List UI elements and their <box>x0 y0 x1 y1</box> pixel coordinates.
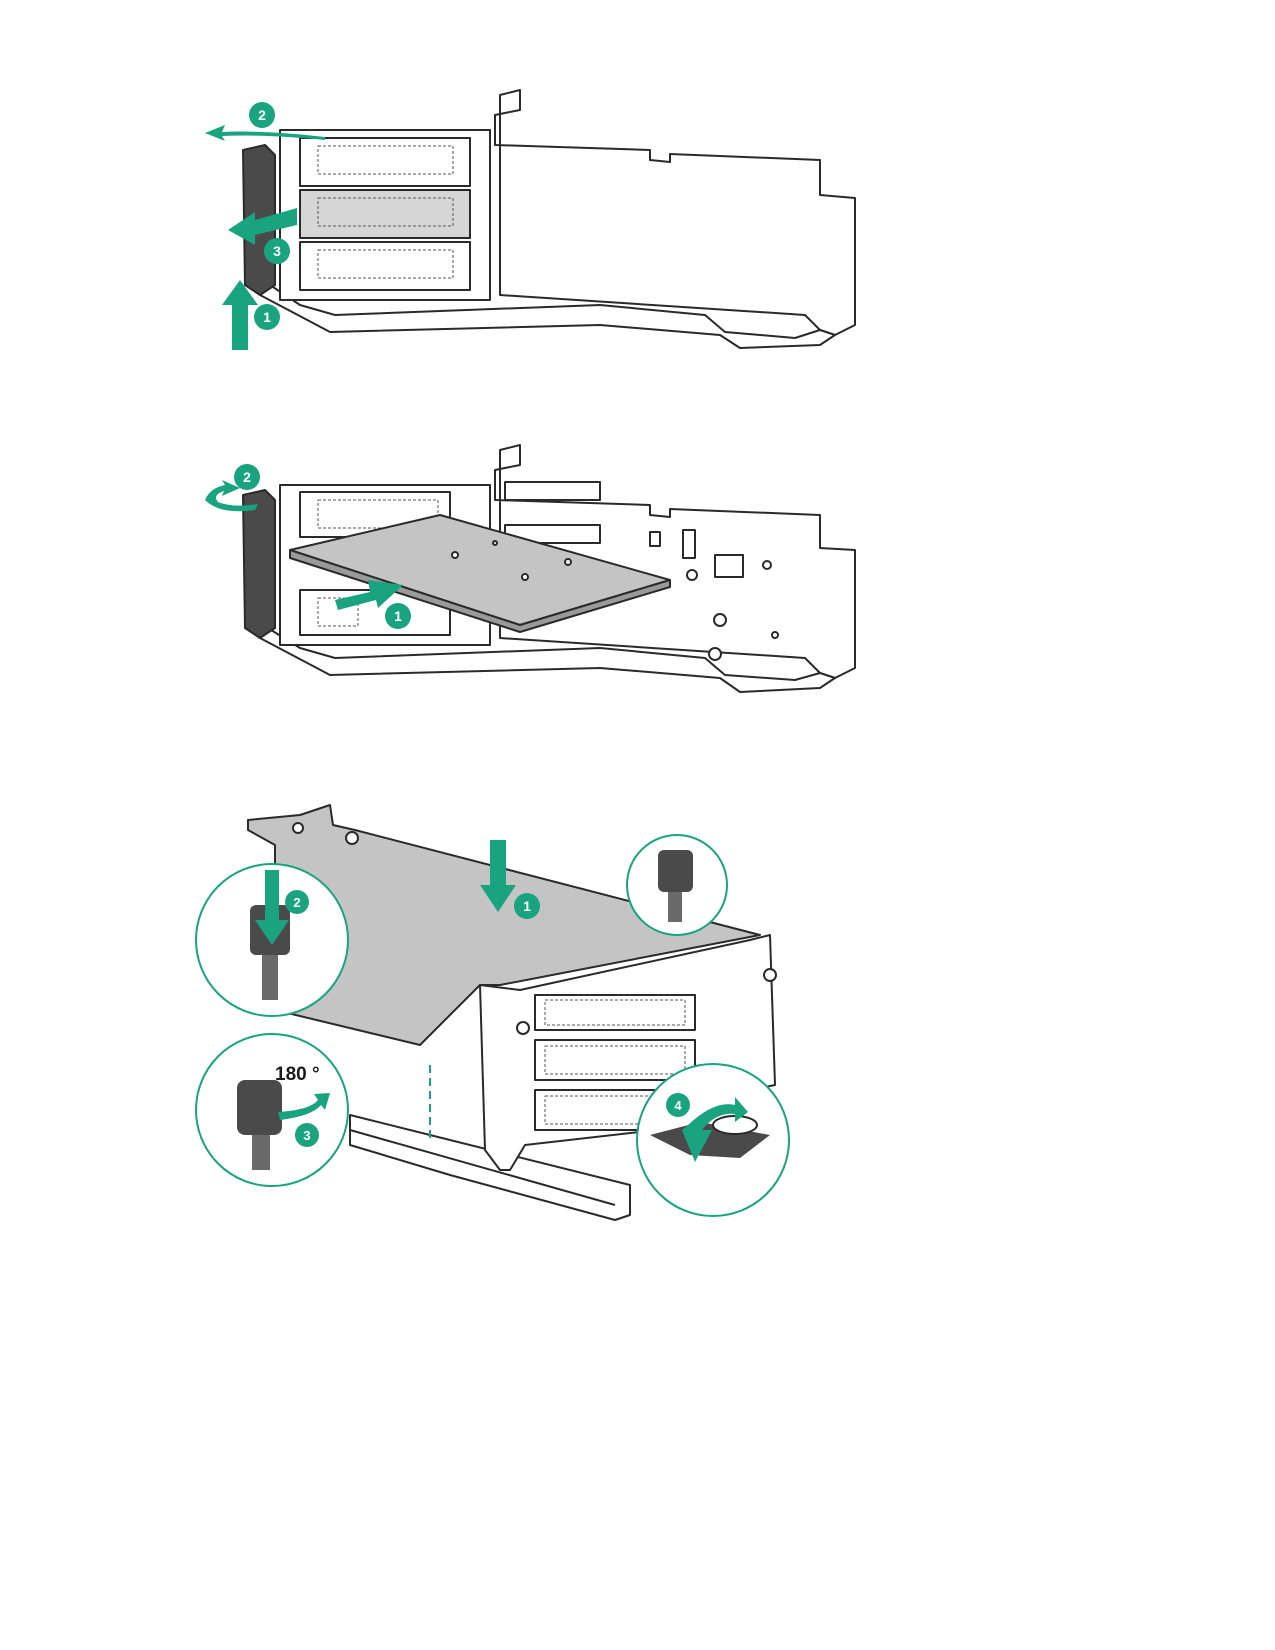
figure-install-riser-cage: 2 180 ° 3 4 1 <box>0 800 1275 1270</box>
step-badge <box>234 464 260 490</box>
riser-base-rail <box>254 619 836 693</box>
step-label: 1 <box>394 608 402 624</box>
slot-cover-bottom <box>299 241 471 291</box>
riser-cage-illustration-2: 1 2 <box>205 444 856 693</box>
riser-cage-illustration-1: 1 2 3 <box>205 89 856 350</box>
arrow-right-icon <box>335 580 403 610</box>
figure-remove-slot-cover: 1 2 3 <box>0 70 1275 380</box>
riser-base-rail <box>254 274 836 349</box>
rotate-arrow-icon <box>278 1093 330 1120</box>
arrow-down-icon <box>480 840 516 912</box>
header-connector <box>682 529 696 559</box>
slot-cover-middle <box>299 189 471 239</box>
arrow-left-icon <box>205 125 325 141</box>
pcie-connector <box>504 481 601 501</box>
riser-cage-top-panel <box>247 804 761 1046</box>
callout-rotate: 180 ° 3 <box>195 1033 349 1187</box>
slot-cover-middle <box>534 1039 696 1081</box>
arrow-up-icon <box>222 280 258 350</box>
step-label: 2 <box>258 107 266 123</box>
figure-install-card: 1 2 <box>0 430 1275 730</box>
riser-side-panel <box>494 89 856 336</box>
header-connector <box>649 531 661 547</box>
step-badge <box>385 603 411 629</box>
step-label: 1 <box>523 898 531 914</box>
rotate-arrow-icon <box>205 480 258 512</box>
slot-cover-top <box>534 994 696 1031</box>
step-badge <box>264 238 290 264</box>
callout-push-down: 2 <box>195 863 349 1017</box>
step-badge <box>249 102 275 128</box>
step-label: 3 <box>273 243 281 259</box>
expansion-card-edge <box>289 549 671 633</box>
step-badge <box>254 304 280 330</box>
step-label: 2 <box>243 469 251 485</box>
power-connector <box>714 554 744 578</box>
arrow-left-icon <box>228 208 297 245</box>
callout-latch: 4 <box>636 1063 790 1217</box>
step-label: 2 <box>293 895 300 910</box>
riser-cage-illustration-3: 2 180 ° 3 4 1 <box>195 804 790 1221</box>
step-label: 1 <box>263 309 271 325</box>
rotation-label: 180 ° <box>275 1064 320 1085</box>
slot-cover-top <box>299 137 471 187</box>
system-board-slot <box>349 1114 631 1221</box>
rotate-arrow-icon <box>682 1097 748 1162</box>
step-badge <box>514 893 540 919</box>
arrow-down-icon <box>255 870 289 945</box>
retention-latch <box>242 489 276 639</box>
step-label: 3 <box>303 1128 310 1143</box>
callout-thumbscrew <box>626 834 728 936</box>
step-label: 4 <box>674 1098 682 1113</box>
riser-side-panel <box>494 444 856 679</box>
